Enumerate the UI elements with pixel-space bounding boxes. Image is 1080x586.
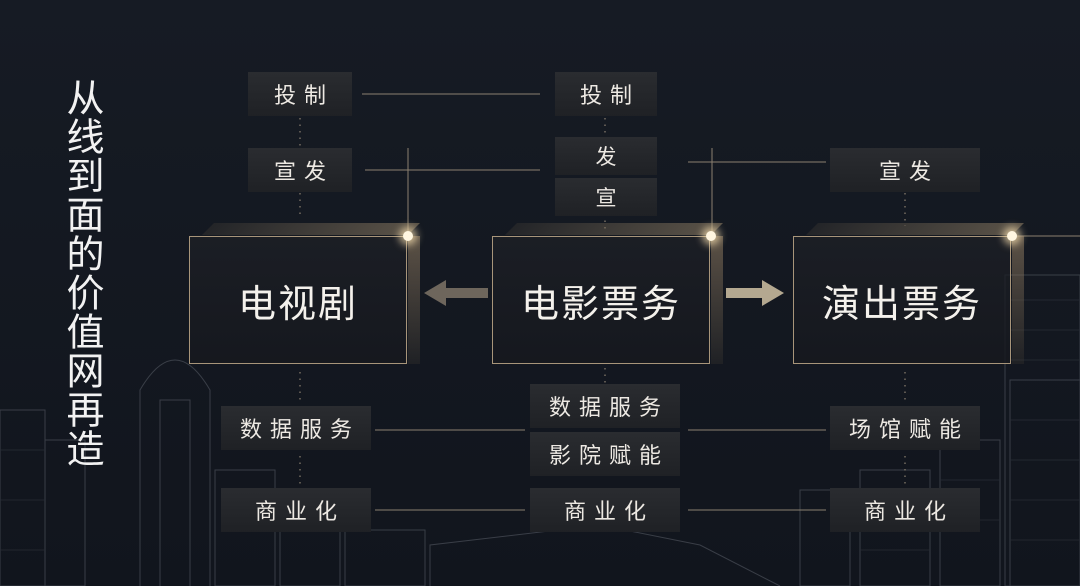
tv-box-side xyxy=(408,236,420,364)
glow-dot xyxy=(706,231,716,241)
show-box-side xyxy=(1012,236,1024,364)
film-tag-fa: 发 xyxy=(555,137,657,175)
film-tag-invest: 投制 xyxy=(555,72,657,116)
tv-box-top xyxy=(202,223,420,235)
glow-dot xyxy=(403,231,413,241)
film-box-top xyxy=(505,223,723,235)
film-ticketing-box: 电影票务 xyxy=(492,236,710,364)
glow-dot xyxy=(1007,231,1017,241)
film-box-side xyxy=(711,236,723,364)
film-tag-cinema-empower: 影院赋能 xyxy=(530,432,680,476)
tv-tag-data-service: 数据服务 xyxy=(221,406,371,450)
tv-tag-commerce: 商业化 xyxy=(221,488,371,532)
arrow-left-icon xyxy=(424,280,488,306)
show-tag-commerce: 商业化 xyxy=(830,488,980,532)
show-tag-venue-empower: 场馆赋能 xyxy=(830,406,980,450)
show-box-top xyxy=(806,223,1024,235)
film-tag-commerce: 商业化 xyxy=(530,488,680,532)
arrow-right-icon xyxy=(726,280,784,306)
tv-tag-invest: 投制 xyxy=(248,72,352,116)
tv-drama-box: 电视剧 xyxy=(189,236,407,364)
film-tag-xuan: 宣 xyxy=(555,178,657,216)
show-tag-publish: 宣发 xyxy=(830,148,980,192)
tv-tag-publish: 宣发 xyxy=(248,148,352,192)
page-title: 从线到面的价值网再造 xyxy=(60,78,104,468)
show-ticketing-box: 演出票务 xyxy=(793,236,1011,364)
film-tag-data-service: 数据服务 xyxy=(530,384,680,428)
